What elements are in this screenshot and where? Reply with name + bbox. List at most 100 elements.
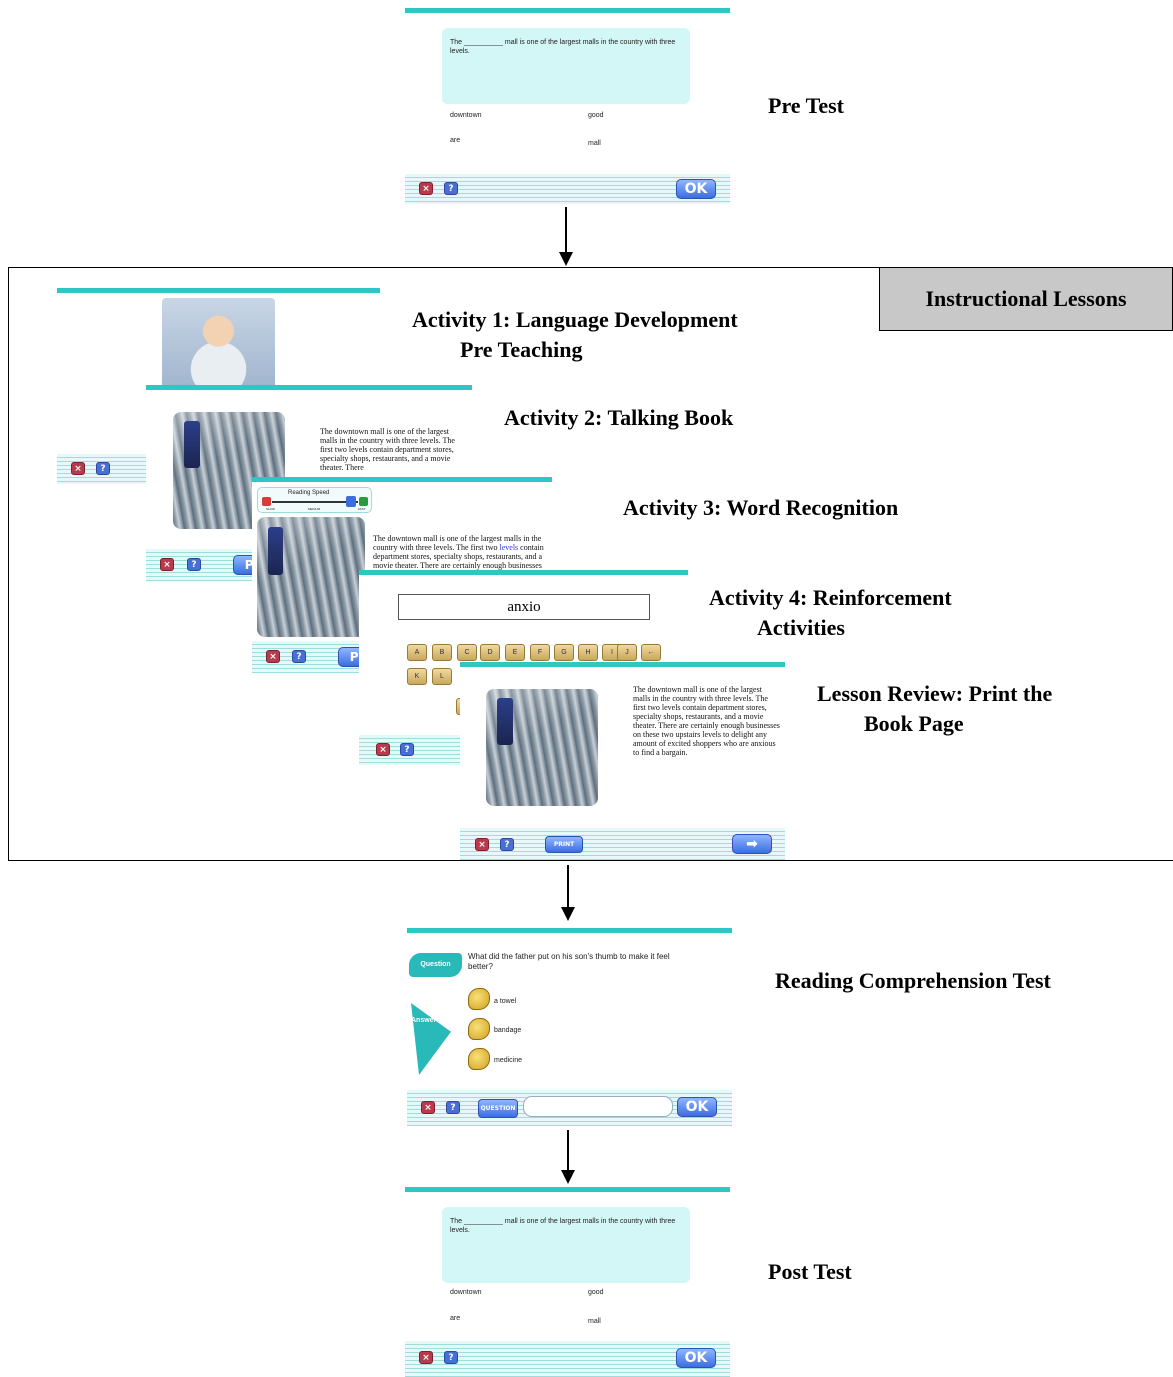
answer-option[interactable]: bandage [494, 1027, 522, 1034]
screen-top-bar [460, 662, 785, 667]
key-e[interactable]: E [505, 644, 525, 661]
key-l[interactable]: L [432, 668, 452, 685]
answer-audio-icon[interactable] [468, 1048, 490, 1070]
speed-slider-track[interactable] [272, 501, 358, 503]
word-input-value: anxio [507, 599, 541, 615]
question-sentence: The __________ mall is one of the larges… [450, 39, 676, 55]
close-icon[interactable]: × [419, 182, 433, 195]
reading-speed-title: Reading Speed [288, 490, 330, 496]
instructional-lessons-frame [8, 267, 1173, 861]
answer-audio-icon[interactable] [468, 1018, 490, 1040]
key-j[interactable]: J [617, 644, 637, 661]
screen-top-bar [252, 477, 552, 482]
screen-top-bar [407, 928, 732, 933]
arrow-shaft [567, 865, 569, 909]
book-text-after: contain department stores, specialty sho… [373, 543, 544, 570]
choice-are[interactable]: are [450, 137, 461, 144]
help-icon[interactable]: ? [500, 838, 514, 851]
screen-top-bar [146, 385, 472, 390]
backspace-key[interactable]: ← [641, 644, 661, 661]
mall-photo [486, 689, 598, 806]
highlighted-word[interactable]: levels [499, 543, 519, 552]
book-text: The downtown mall is one of the largest … [633, 685, 780, 757]
post-test-screen: The __________ mall is one of the larges… [405, 1187, 730, 1377]
close-icon[interactable]: × [376, 743, 390, 756]
label-activity1-line1: Activity 1: Language Development [412, 307, 738, 332]
print-button[interactable]: PRINT [545, 836, 583, 853]
question-box: The __________ mall is one of the larges… [442, 28, 690, 104]
help-icon[interactable]: ? [446, 1101, 460, 1114]
pre-test-screen: The __________ mall is one of the larges… [405, 8, 730, 204]
arrow-right-icon[interactable]: ➡ [732, 834, 772, 854]
close-icon[interactable]: × [421, 1101, 435, 1114]
key-d[interactable]: D [480, 644, 500, 661]
fast-marker-icon[interactable] [359, 497, 368, 506]
choice-downtown[interactable]: downtown [450, 1289, 482, 1296]
mall-photo [257, 517, 365, 637]
answer-audio-icon[interactable] [468, 988, 490, 1010]
speed-mark-fast: FAST [358, 507, 366, 511]
key-g[interactable]: G [554, 644, 574, 661]
help-icon[interactable]: ? [444, 182, 458, 195]
choice-mall[interactable]: mall [588, 1318, 601, 1325]
choice-downtown[interactable]: downtown [450, 112, 482, 119]
screen-bottom-bar: × ? OK [405, 1341, 730, 1377]
close-icon[interactable]: × [475, 838, 489, 851]
book-text-before: The downtown mall is one of the largest … [373, 534, 542, 552]
label-activity4-line2: Activities [757, 615, 845, 640]
help-icon[interactable]: ? [96, 462, 110, 475]
help-icon[interactable]: ? [400, 743, 414, 756]
instructional-lessons-tab: Instructional Lessons [879, 267, 1173, 331]
arrow-shaft [565, 207, 567, 253]
question-tag: Question [409, 953, 462, 977]
word-input[interactable]: anxio [398, 594, 650, 620]
screen-bottom-bar: × ? PRINT ➡ [460, 828, 785, 860]
help-icon[interactable]: ? [292, 650, 306, 663]
key-f[interactable]: F [530, 644, 550, 661]
close-icon[interactable]: × [71, 462, 85, 475]
book-text: The downtown mall is one of the largest … [320, 427, 455, 472]
answer-input[interactable] [523, 1096, 673, 1117]
speed-mark-medium: MEDIUM [308, 507, 321, 511]
screen-top-bar [57, 288, 380, 293]
close-icon[interactable]: × [160, 558, 174, 571]
cheering-photo [162, 298, 275, 393]
label-activity2: Activity 2: Talking Book [504, 405, 734, 430]
question-text: What did the father put on his son's thu… [468, 952, 670, 971]
choice-mall[interactable]: mall [588, 140, 601, 147]
ok-button[interactable]: OK [676, 179, 716, 199]
ok-button[interactable]: OK [677, 1097, 717, 1117]
close-icon[interactable]: × [266, 650, 280, 663]
key-b[interactable]: B [432, 644, 452, 661]
help-icon[interactable]: ? [444, 1351, 458, 1364]
choice-good[interactable]: good [588, 1289, 604, 1296]
lesson-review-screen: The downtown mall is one of the largest … [460, 662, 785, 860]
arrow-head [561, 907, 575, 921]
key-a[interactable]: A [407, 644, 427, 661]
screen-bottom-bar: × ? OK [405, 174, 730, 204]
screen-top-bar [405, 1187, 730, 1192]
label-activity3: Activity 3: Word Recognition [623, 495, 899, 520]
help-icon[interactable]: ? [187, 558, 201, 571]
question-tag-label: Question [420, 961, 451, 968]
choice-are[interactable]: are [450, 1315, 461, 1322]
key-k[interactable]: K [407, 668, 427, 685]
label-activity1-line2: Pre Teaching [460, 337, 583, 362]
arrow-head [559, 252, 573, 266]
choice-good[interactable]: good [588, 112, 604, 119]
speed-mark-slow: SLOW [266, 507, 275, 511]
speed-slider-thumb[interactable] [346, 496, 356, 507]
question-button[interactable]: QUESTION [478, 1099, 518, 1118]
answer-option[interactable]: medicine [494, 1057, 523, 1064]
ok-button[interactable]: OK [676, 1348, 716, 1368]
reading-speed-panel: Reading Speed SLOW MEDIUM FAST [257, 487, 372, 513]
question-sentence: The __________ mall is one of the larges… [450, 1218, 676, 1234]
slow-marker-icon[interactable] [262, 497, 271, 506]
close-icon[interactable]: × [419, 1351, 433, 1364]
key-h[interactable]: H [578, 644, 598, 661]
key-c[interactable]: C [457, 644, 477, 661]
label-lesson-review-line1: Lesson Review: Print the [817, 681, 1053, 706]
label-post-test: Post Test [768, 1259, 852, 1284]
comprehension-screen: Question What did the father put on his … [407, 928, 732, 1126]
answer-option[interactable]: a towel [494, 998, 517, 1005]
